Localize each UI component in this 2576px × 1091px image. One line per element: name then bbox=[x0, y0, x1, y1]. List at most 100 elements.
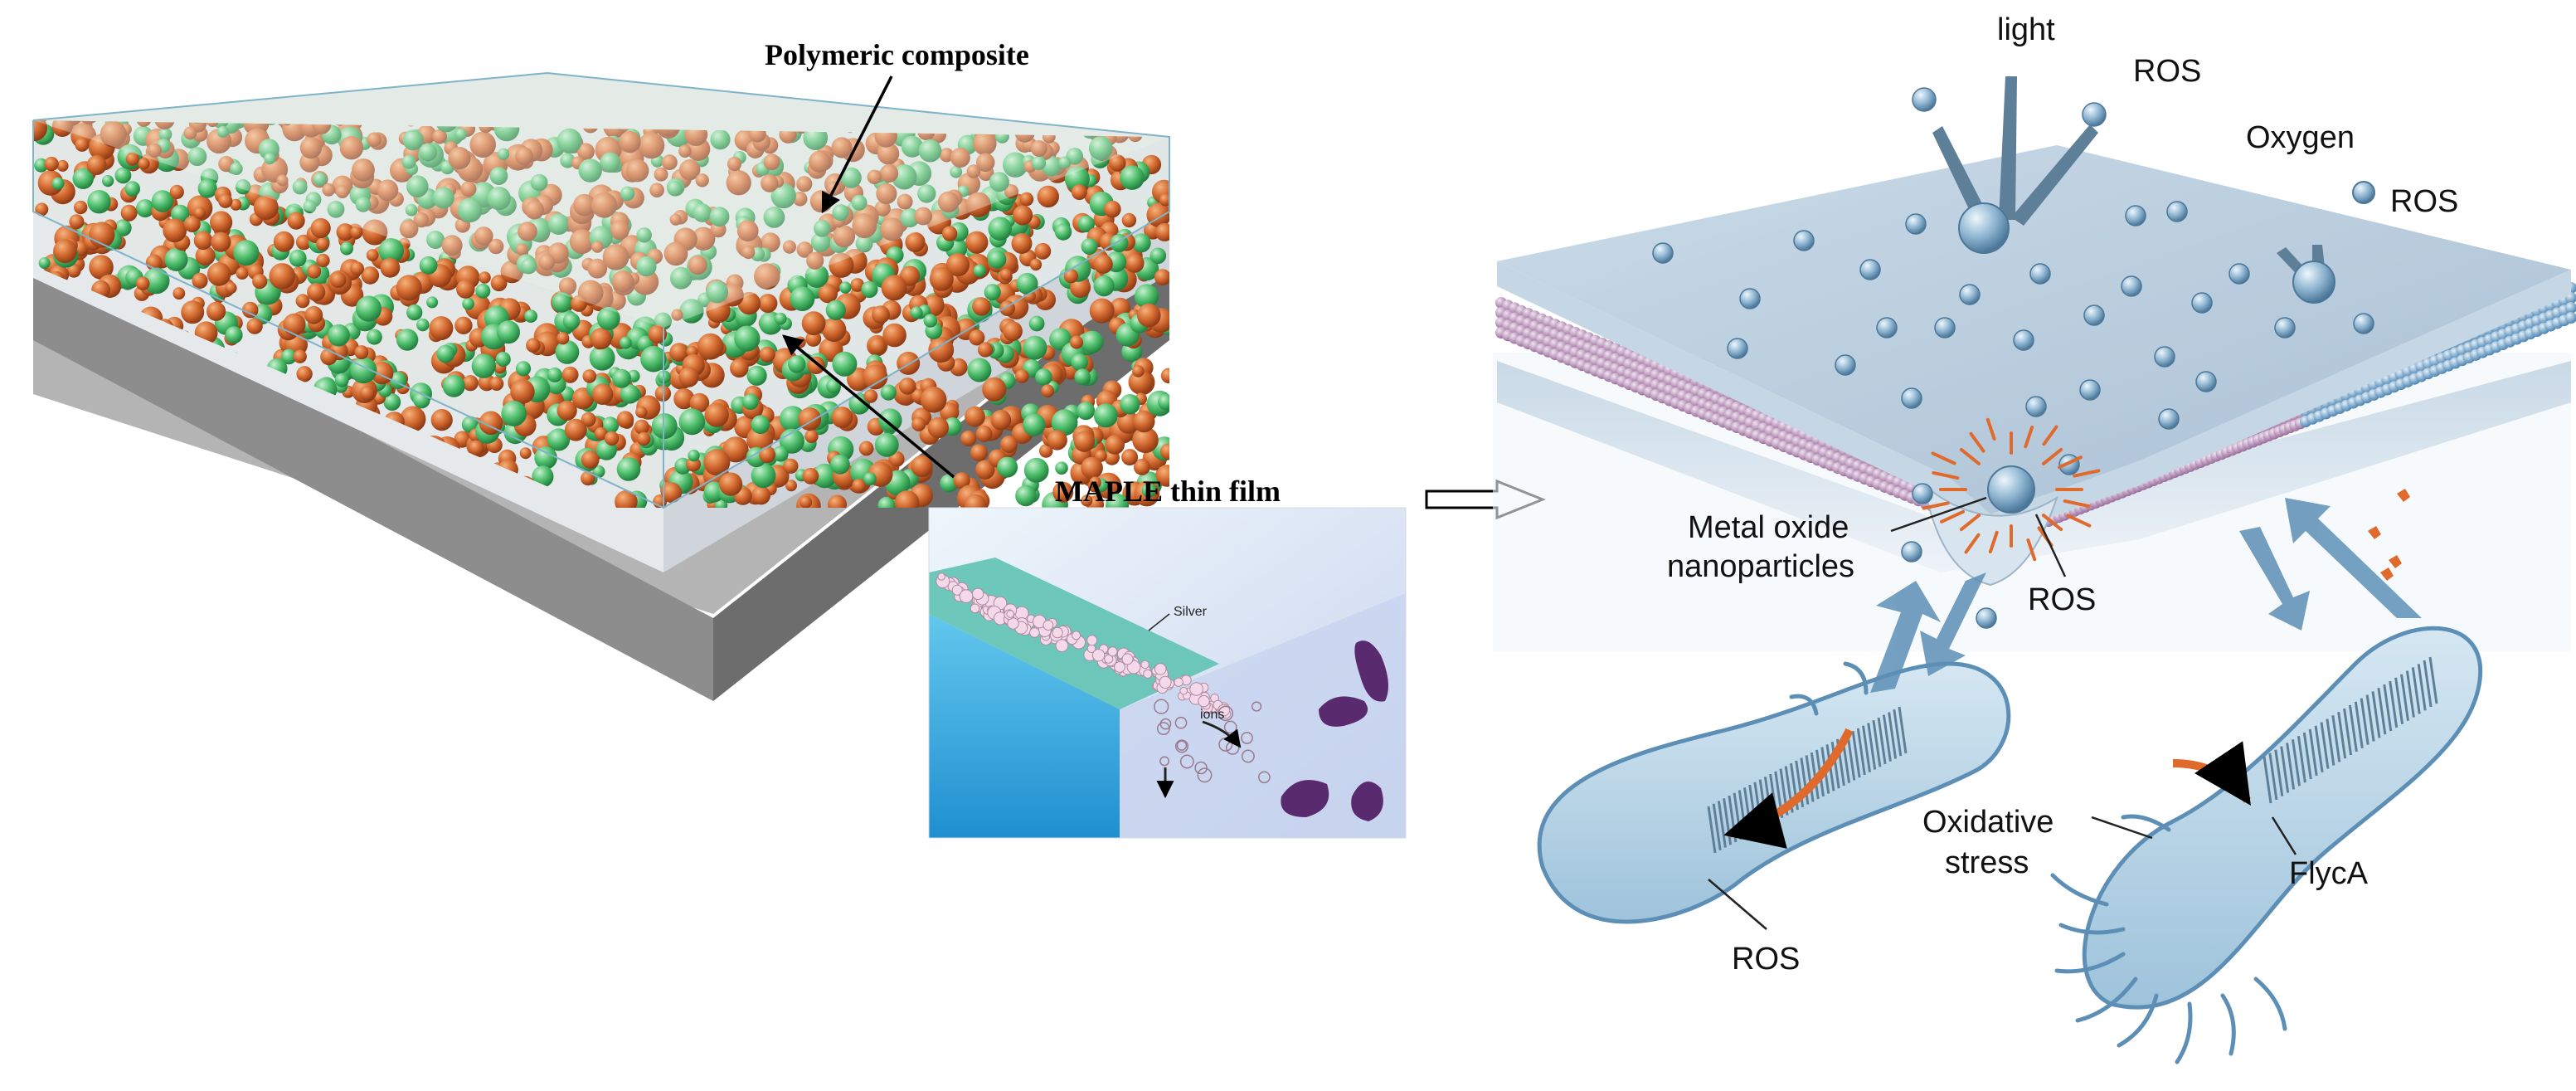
orange-particle-icon bbox=[758, 294, 778, 314]
green-particle-icon bbox=[232, 75, 248, 90]
orange-particle-icon bbox=[881, 275, 907, 301]
ribbon-stripe bbox=[2320, 722, 2330, 769]
green-particle-icon bbox=[327, 200, 345, 218]
orange-particle-icon bbox=[304, 305, 323, 324]
ros-sphere-icon bbox=[2191, 292, 2213, 314]
orange-particle-icon bbox=[911, 455, 933, 478]
green-particle-icon bbox=[530, 173, 548, 192]
nanoparticle-sphere-icon bbox=[1987, 465, 2035, 514]
light-sphere-icon bbox=[1958, 202, 2010, 254]
orange-particle-icon bbox=[207, 301, 226, 321]
orange-particle-icon bbox=[960, 430, 977, 447]
orange-particle-icon bbox=[1047, 430, 1067, 451]
orange-particle-icon bbox=[582, 369, 597, 383]
orange-particle-icon bbox=[809, 150, 831, 173]
orange-particle-icon bbox=[1041, 384, 1055, 398]
green-particle-icon bbox=[1134, 284, 1159, 309]
orange-particle-icon bbox=[1004, 184, 1019, 199]
orange-particle-icon bbox=[965, 406, 985, 427]
green-particle-icon bbox=[973, 264, 986, 277]
green-particle-icon bbox=[51, 177, 65, 190]
orange-particle-icon bbox=[669, 343, 689, 362]
orange-particle-icon bbox=[804, 429, 819, 443]
orange-particle-icon bbox=[763, 153, 780, 171]
orange-particle-icon bbox=[796, 241, 814, 258]
green-particle-icon bbox=[941, 95, 955, 110]
orange-particle-icon bbox=[686, 456, 701, 472]
orange-particle-icon bbox=[956, 68, 979, 91]
orange-particle-icon bbox=[960, 90, 973, 102]
orange-particle-icon bbox=[897, 351, 921, 375]
orange-particle-icon bbox=[35, 85, 58, 109]
green-particle-icon bbox=[158, 128, 173, 141]
orange-particle-icon bbox=[1093, 254, 1113, 274]
green-particle-icon bbox=[810, 232, 831, 252]
silver-particle bbox=[1189, 682, 1203, 696]
orange-particle-icon bbox=[965, 231, 989, 254]
ribbon-stripe bbox=[1888, 712, 1898, 759]
green-particle-icon bbox=[1054, 223, 1072, 241]
ion-particle bbox=[1174, 739, 1189, 753]
metal-oxide-label-2: nanoparticles bbox=[1667, 549, 1854, 584]
green-particle-icon bbox=[258, 139, 279, 160]
ion-particle bbox=[1176, 740, 1188, 751]
orange-particle-icon bbox=[610, 220, 629, 241]
orange-particle-icon bbox=[829, 252, 854, 278]
green-particle-icon bbox=[988, 250, 1007, 269]
green-particle-icon bbox=[406, 304, 423, 321]
green-particle-icon bbox=[1158, 394, 1169, 411]
orange-particle-icon bbox=[591, 192, 617, 218]
green-particle-icon bbox=[1096, 84, 1110, 97]
green-particle-icon bbox=[532, 465, 554, 488]
green-particle-icon bbox=[1115, 120, 1140, 129]
green-particle-icon bbox=[59, 455, 81, 477]
ros-sphere-icon bbox=[1876, 317, 1898, 339]
green-particle-icon bbox=[475, 283, 491, 299]
green-particle-icon bbox=[230, 162, 243, 175]
green-particle-icon bbox=[367, 329, 382, 345]
ribbon-stripe bbox=[2428, 656, 2438, 704]
green-particle-icon bbox=[402, 129, 424, 151]
orange-particle-icon bbox=[778, 77, 791, 90]
ribbon-stripe bbox=[2268, 752, 2278, 801]
green-particle-icon bbox=[61, 447, 79, 465]
orange-particle-icon bbox=[318, 64, 343, 89]
orange-particle-icon bbox=[802, 467, 819, 485]
orange-ray bbox=[2058, 455, 2083, 470]
orange-particle-icon bbox=[1089, 476, 1101, 489]
green-particle-icon bbox=[560, 153, 576, 168]
green-particle-icon bbox=[487, 187, 511, 211]
oxygen-label: Oxygen bbox=[2246, 120, 2355, 155]
flagellum bbox=[2175, 1001, 2193, 1064]
orange-particle-icon bbox=[661, 154, 678, 171]
green-particle-icon bbox=[640, 345, 667, 373]
orange-particle-icon bbox=[207, 262, 231, 286]
orange-particle-icon bbox=[222, 489, 236, 502]
orange-particle-icon bbox=[759, 346, 775, 363]
orange-particle-icon bbox=[45, 480, 70, 505]
green-particle-icon bbox=[57, 79, 70, 91]
orange-particle-icon bbox=[361, 266, 380, 285]
orange-particle-icon bbox=[296, 366, 313, 382]
orange-particle-icon bbox=[726, 170, 751, 196]
green-particle-icon bbox=[830, 454, 850, 475]
orange-particle-icon bbox=[1104, 200, 1121, 218]
green-particle-icon bbox=[910, 306, 923, 319]
orange-particle-icon bbox=[1007, 80, 1029, 102]
green-particle-icon bbox=[693, 203, 712, 222]
orange-particle-icon bbox=[863, 389, 878, 403]
orange-particle-icon bbox=[66, 263, 81, 278]
film-top bbox=[1497, 145, 2571, 514]
orange-particle-icon bbox=[972, 297, 991, 316]
green-particle-icon bbox=[547, 428, 571, 451]
orange-particle-icon bbox=[396, 275, 422, 301]
orange-particle-icon bbox=[557, 400, 577, 421]
ribbon-stripe bbox=[2377, 687, 2387, 735]
bacterium-left bbox=[1537, 661, 2011, 924]
orange-particle-icon bbox=[941, 226, 958, 241]
orange-particle-icon bbox=[1038, 444, 1053, 458]
green-particle-icon bbox=[471, 353, 496, 378]
orange-particle-icon bbox=[1073, 431, 1096, 452]
orange-particle-icon bbox=[894, 490, 920, 508]
ros-sphere-icon bbox=[1905, 213, 1927, 235]
